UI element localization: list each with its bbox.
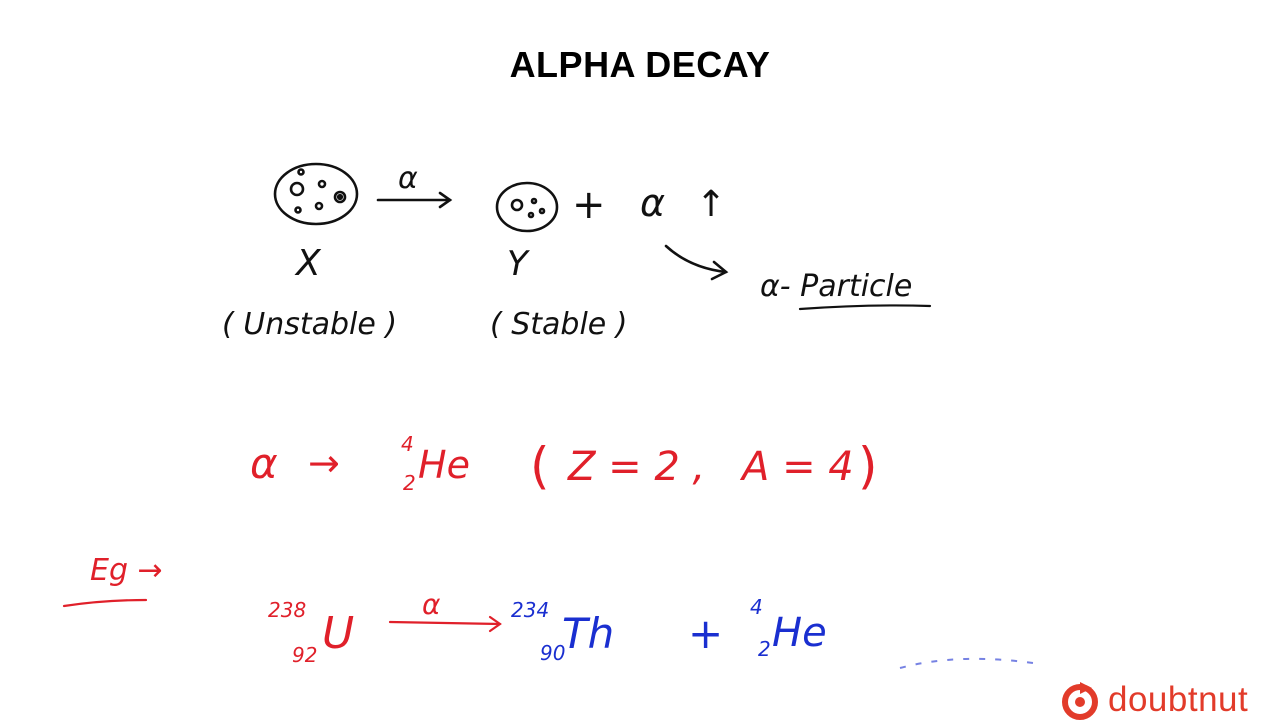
alpha-definition: α → 4 2 He ( Z = 2 , A = 4 ) <box>250 432 878 495</box>
parent-label: X <box>294 243 322 284</box>
u-symbol: U <box>322 608 354 659</box>
alpha-symbol: α <box>640 181 665 225</box>
he-atomic: 2 <box>758 637 771 661</box>
def-a: A = 4 <box>739 444 854 490</box>
particle-label: α- Particle <box>760 269 912 304</box>
example-prefix: Eg → <box>90 553 163 588</box>
emitted-arrow: ↑ <box>696 184 726 225</box>
doubtnut-brand[interactable]: doubtnut <box>1058 678 1248 722</box>
def-arrow: → <box>308 441 340 485</box>
daughter-note: ( Stable ) <box>490 307 628 342</box>
parent-nucleus <box>273 162 359 226</box>
page-title: ALPHA DECAY <box>509 44 771 85</box>
cut-off-scribble <box>899 657 1041 669</box>
decay-alpha-label: α <box>398 161 418 196</box>
daughter-nucleus <box>495 181 559 233</box>
parent-note: ( Unstable ) <box>222 307 397 342</box>
nucleus-diagram <box>273 162 932 311</box>
def-paren-open: ( <box>530 437 550 495</box>
def-mass-number: 4 <box>401 432 414 456</box>
example-alpha: α <box>422 588 441 621</box>
u-atomic: 92 <box>292 643 317 667</box>
example-plus: + <box>688 609 723 658</box>
daughter-label: Y <box>507 244 530 284</box>
example-underline <box>62 598 148 608</box>
he-symbol: He <box>772 610 827 656</box>
doubtnut-logo-icon <box>1062 682 1098 720</box>
th-symbol: Th <box>562 609 614 658</box>
def-alpha: α <box>250 439 278 488</box>
particle-underline <box>798 304 932 311</box>
def-paren-close: ) <box>858 437 878 495</box>
def-z: Z = 2 , <box>567 444 705 490</box>
def-symbol: He <box>418 443 470 487</box>
u-mass: 238 <box>268 598 306 622</box>
he-mass: 4 <box>750 595 763 619</box>
plus-sign: + <box>572 182 606 228</box>
example-arrow <box>388 620 502 626</box>
brand-name: doubtnut <box>1108 680 1249 719</box>
th-atomic: 90 <box>540 641 565 665</box>
pointer-arrow <box>664 244 728 274</box>
th-mass: 234 <box>511 598 549 622</box>
def-atomic-number: 2 <box>403 471 416 495</box>
